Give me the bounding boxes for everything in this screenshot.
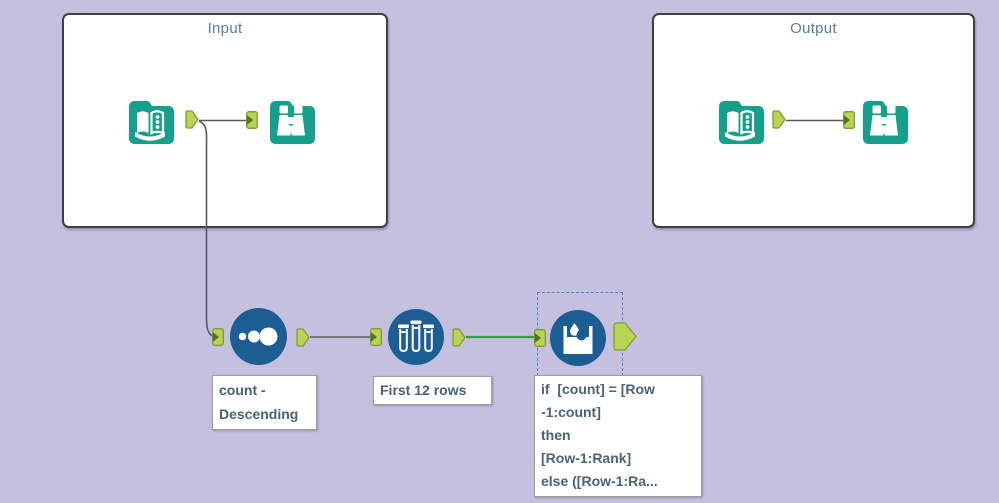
sort-tool[interactable] [230,308,287,365]
sample-tool[interactable] [388,309,444,365]
binoculars-icon [270,101,315,144]
wire-inputbook-to-sort[interactable] [198,120,214,338]
browse-tool[interactable] [857,93,911,147]
annotation-formula[interactable]: if [count] = [Row -1:count] then [Row-1:… [534,375,702,497]
output-anchor-icon[interactable] [185,110,199,134]
output-anchor-large-icon[interactable] [612,321,638,357]
input-anchor-icon[interactable] [534,329,546,352]
sort-dots-icon [230,308,287,365]
multi-row-formula-tool[interactable] [550,310,606,366]
input-data-tool[interactable] [713,93,767,147]
open-book-icon [719,101,764,144]
container-title-input: Input [207,20,243,37]
output-anchor-icon[interactable] [452,328,466,352]
test-tubes-icon [388,309,444,365]
open-book-icon [129,101,174,144]
input-anchor-icon[interactable] [370,328,382,351]
bucket-droplets-icon [550,310,606,366]
input-data-tool[interactable] [123,93,177,147]
tool-container-output[interactable]: Output [652,13,975,228]
annotation-sort[interactable]: count - Descending [212,375,317,430]
output-anchor-icon[interactable] [772,110,786,134]
input-anchor-icon[interactable] [843,111,855,134]
input-anchor-icon[interactable] [212,328,224,351]
container-title-output: Output [790,20,837,37]
binoculars-icon [863,101,908,144]
output-anchor-icon[interactable] [296,328,310,352]
annotation-sample[interactable]: First 12 rows [373,376,492,405]
browse-tool[interactable] [264,93,318,147]
input-anchor-icon[interactable] [246,111,258,134]
